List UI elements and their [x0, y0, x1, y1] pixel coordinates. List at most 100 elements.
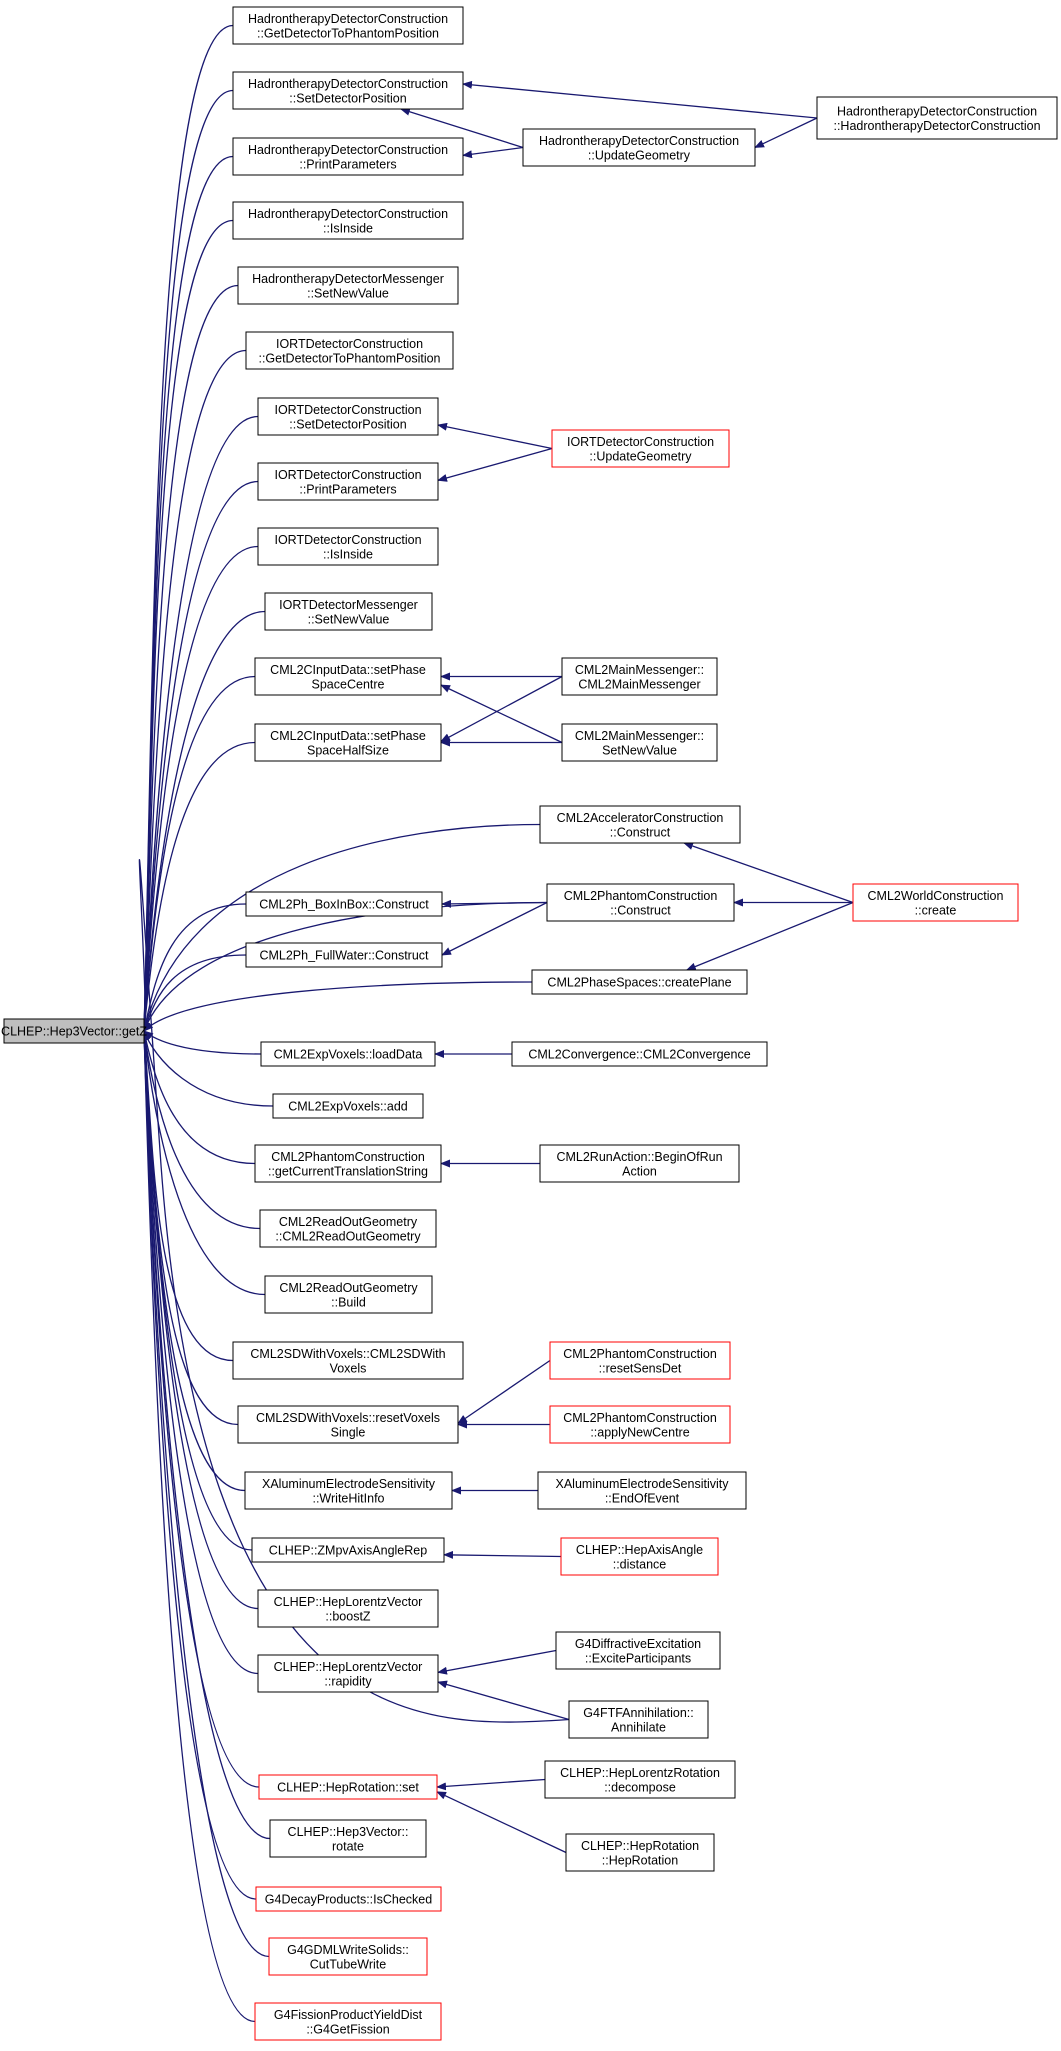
node-box[interactable] — [232, 71, 464, 110]
node-n16[interactable]: CML2Ph_FullWater::Construct — [245, 942, 443, 968]
node-n21[interactable]: CML2ReadOutGeometry::CML2ReadOutGeometry — [259, 1209, 437, 1248]
node-i1[interactable]: IORTDetectorConstruction::UpdateGeometry — [551, 429, 730, 468]
node-box[interactable] — [232, 1341, 464, 1380]
node-box[interactable] — [565, 1833, 715, 1872]
node-box[interactable] — [268, 1937, 428, 1976]
node-n14[interactable]: CML2Ph_BoxInBox::Construct — [245, 891, 443, 917]
node-box[interactable] — [237, 1405, 459, 1444]
node-box[interactable] — [251, 1537, 445, 1563]
node-box[interactable] — [544, 1760, 736, 1799]
node-box[interactable] — [257, 527, 439, 566]
node-box[interactable] — [260, 1041, 436, 1067]
node-box[interactable] — [257, 397, 439, 436]
node-g1[interactable]: G4DiffractiveExcitation::ExciteParticipa… — [555, 1631, 721, 1670]
node-box[interactable] — [539, 1144, 740, 1183]
node-n10[interactable]: IORTDetectorMessenger::SetNewValue — [264, 592, 433, 631]
node-p2[interactable]: CML2PhantomConstruction::applyNewCentre — [549, 1405, 731, 1444]
node-box[interactable] — [254, 2002, 442, 2041]
node-m2[interactable]: CML2MainMessenger::SetNewValue — [561, 723, 718, 762]
node-box[interactable] — [539, 805, 741, 844]
node-n6[interactable]: IORTDetectorConstruction::GetDetectorToP… — [245, 331, 454, 370]
node-n20[interactable]: CML2PhantomConstruction::getCurrentTrans… — [254, 1144, 442, 1183]
node-n18[interactable]: CML2ExpVoxels::loadData — [260, 1041, 436, 1067]
node-box[interactable] — [511, 1041, 768, 1067]
node-box[interactable] — [245, 331, 454, 370]
node-box[interactable] — [264, 592, 433, 631]
node-box[interactable] — [232, 137, 464, 176]
node-box[interactable] — [244, 1471, 453, 1510]
node-box[interactable] — [254, 657, 442, 696]
node-n32[interactable]: G4GDMLWriteSolids::CutTubeWrite — [268, 1937, 428, 1976]
node-box[interactable] — [3, 1018, 145, 1044]
node-w1[interactable]: CML2WorldConstruction::create — [852, 883, 1019, 922]
node-box[interactable] — [255, 1886, 442, 1912]
node-n4[interactable]: HadrontherapyDetectorConstruction::IsIns… — [232, 201, 464, 240]
node-n29[interactable]: CLHEP::HepRotation::set — [258, 1774, 438, 1800]
node-box[interactable] — [257, 462, 439, 501]
node-a1[interactable]: CLHEP::HepAxisAngle::distance — [560, 1537, 719, 1576]
node-n7[interactable]: IORTDetectorConstruction::SetDetectorPos… — [257, 397, 439, 436]
node-box[interactable] — [531, 969, 748, 995]
node-n5[interactable]: HadrontherapyDetectorMessenger::SetNewVa… — [237, 266, 459, 305]
node-n22[interactable]: CML2ReadOutGeometry::Build — [264, 1275, 433, 1314]
node-n17[interactable]: CML2PhaseSpaces::createPlane — [531, 969, 748, 995]
node-x1[interactable]: XAluminumElectrodeSensitivity::EndOfEven… — [537, 1471, 747, 1510]
node-root[interactable]: CLHEP::Hep3Vector::getZ — [1, 1018, 147, 1044]
node-box[interactable] — [816, 96, 1058, 140]
node-n19[interactable]: CML2ExpVoxels::add — [272, 1093, 424, 1119]
node-box[interactable] — [852, 883, 1019, 922]
node-n30[interactable]: CLHEP::Hep3Vector::rotate — [269, 1819, 427, 1858]
node-n28[interactable]: CLHEP::HepLorentzVector::rapidity — [257, 1654, 439, 1693]
node-box[interactable] — [245, 942, 443, 968]
node-m1[interactable]: CML2MainMessenger::CML2MainMessenger — [561, 657, 718, 696]
node-box[interactable] — [561, 723, 718, 762]
node-box[interactable] — [254, 723, 442, 762]
node-box[interactable] — [522, 128, 756, 167]
node-box[interactable] — [561, 657, 718, 696]
node-box[interactable] — [560, 1537, 719, 1576]
node-box[interactable] — [264, 1275, 433, 1314]
node-n2[interactable]: HadrontherapyDetectorConstruction::SetDe… — [232, 71, 464, 110]
node-l2[interactable]: CLHEP::HepRotation::HepRotation — [565, 1833, 715, 1872]
node-box[interactable] — [551, 429, 730, 468]
node-box[interactable] — [555, 1631, 721, 1670]
node-n27[interactable]: CLHEP::HepLorentzVector::boostZ — [257, 1589, 439, 1628]
node-h2[interactable]: HadrontherapyDetectorConstruction::Hadro… — [816, 96, 1058, 140]
node-box[interactable] — [258, 1774, 438, 1800]
node-box[interactable] — [546, 883, 735, 922]
node-box[interactable] — [537, 1471, 747, 1510]
node-box[interactable] — [259, 1209, 437, 1248]
node-n9[interactable]: IORTDetectorConstruction::IsInside — [257, 527, 439, 566]
node-box[interactable] — [257, 1654, 439, 1693]
node-box[interactable] — [549, 1405, 731, 1444]
node-box[interactable] — [232, 201, 464, 240]
node-box[interactable] — [254, 1144, 442, 1183]
node-box[interactable] — [232, 6, 464, 45]
node-n13[interactable]: CML2AcceleratorConstruction::Construct — [539, 805, 741, 844]
node-c1[interactable]: CML2Convergence::CML2Convergence — [511, 1041, 768, 1067]
node-n31[interactable]: G4DecayProducts::IsChecked — [255, 1886, 442, 1912]
node-n3[interactable]: HadrontherapyDetectorConstruction::Print… — [232, 137, 464, 176]
node-h1[interactable]: HadrontherapyDetectorConstruction::Updat… — [522, 128, 756, 167]
node-n33[interactable]: G4FissionProductYieldDist::G4GetFission — [254, 2002, 442, 2041]
node-box[interactable] — [245, 891, 443, 917]
node-n23[interactable]: CML2SDWithVoxels::CML2SDWithVoxels — [232, 1341, 464, 1380]
node-box[interactable] — [568, 1700, 709, 1739]
node-box[interactable] — [237, 266, 459, 305]
node-n8[interactable]: IORTDetectorConstruction::PrintParameter… — [257, 462, 439, 501]
node-box[interactable] — [549, 1341, 731, 1380]
node-box[interactable] — [272, 1093, 424, 1119]
node-n26[interactable]: CLHEP::ZMpvAxisAngleRep — [251, 1537, 445, 1563]
node-l1[interactable]: CLHEP::HepLorentzRotation::decompose — [544, 1760, 736, 1799]
node-n1[interactable]: HadrontherapyDetectorConstruction::GetDe… — [232, 6, 464, 45]
node-box[interactable] — [257, 1589, 439, 1628]
node-g2[interactable]: G4FTFAnnihilation::Annihilate — [568, 1700, 709, 1739]
node-box[interactable] — [269, 1819, 427, 1858]
node-p1[interactable]: CML2PhantomConstruction::resetSensDet — [549, 1341, 731, 1380]
node-n25[interactable]: XAluminumElectrodeSensitivity::WriteHitI… — [244, 1471, 453, 1510]
node-n15[interactable]: CML2PhantomConstruction::Construct — [546, 883, 735, 922]
